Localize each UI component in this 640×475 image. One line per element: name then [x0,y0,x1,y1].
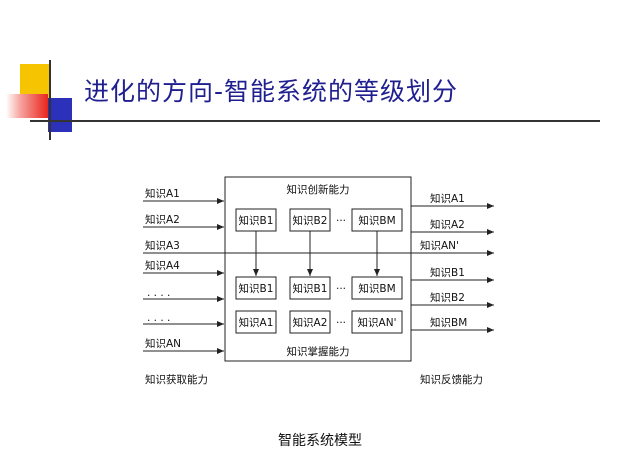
left-caption: 知识获取能力 [145,373,208,386]
box-bot-1 [235,310,277,334]
figure-caption: 智能系统模型 [278,433,362,449]
output-arrows [411,203,494,333]
right-caption: 知识反馈能力 [420,373,483,386]
box-mid-1 [235,276,277,300]
deco-vertical-line [49,60,51,140]
box-top-3-label: 知识BM [358,214,395,227]
box-mid-2-label: 知识B1 [293,282,328,295]
box-bot-1-label: 知识A1 [239,316,274,329]
input-label-1: 知识A1 [145,187,180,200]
title-underline [30,120,600,122]
box-mid-3-label: 知识BM [358,282,395,295]
box-top-2-label: 知识B2 [293,214,328,227]
ellipsis-top: ··· [336,215,346,227]
input-label-6: . . . . [147,312,170,324]
bottom-label: 知识掌握能力 [287,345,350,358]
top-label: 知识创新能力 [287,183,350,196]
box-bot-3 [351,310,403,334]
ellipsis-bot: ··· [336,317,346,329]
output-label-2: 知识A2 [430,218,465,231]
input-label-3: 知识A3 [145,239,180,252]
output-label-5: 知识B2 [430,291,465,304]
ellipsis-mid: ··· [336,283,346,295]
box-bot-3-label: 知识AN' [358,316,397,329]
box-top-1-label: 知识B1 [239,214,274,227]
box-bot-2 [289,310,331,334]
input-label-2: 知识A2 [145,213,180,226]
input-label-5: . . . . [147,287,170,299]
output-label-1: 知识A1 [430,192,465,205]
output-label-4: 知识B1 [430,266,465,279]
box-mid-3 [351,276,403,300]
output-label-6: 知识BM [430,316,467,329]
deco-blue-square [48,98,72,132]
input-arrows [143,198,494,354]
output-label-3: 知识AN' [420,239,459,252]
deco-red-square [6,94,48,118]
box-bot-2-label: 知识A2 [293,316,328,329]
box-mid-2 [289,276,331,300]
box-mid-1-label: 知识B1 [239,282,274,295]
input-label-7: 知识AN [145,337,181,350]
input-label-4: 知识A4 [145,259,180,272]
slide-title: 进化的方向-智能系统的等级划分 [84,77,459,106]
